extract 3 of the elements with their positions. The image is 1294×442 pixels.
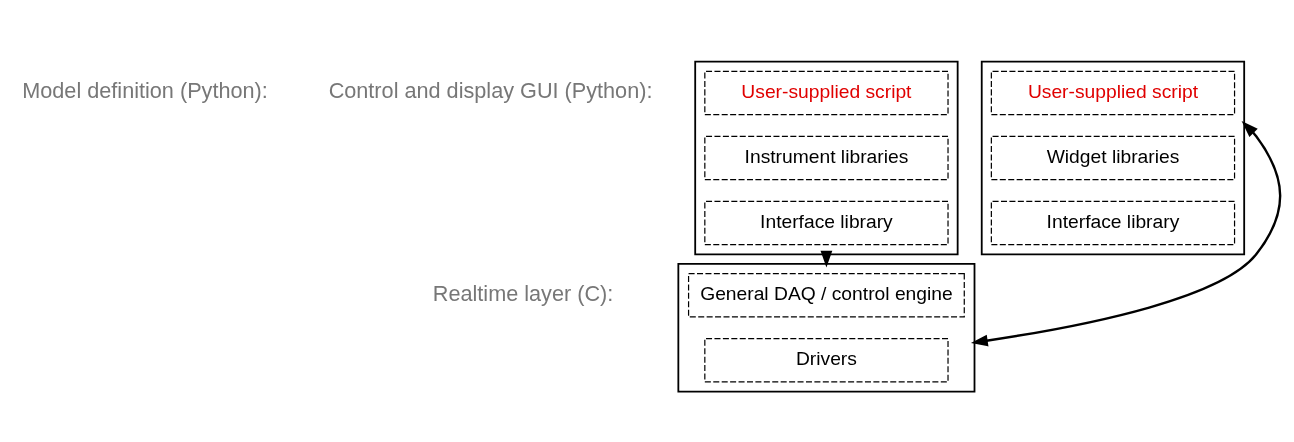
label: Model definition (Python): <box>22 77 268 103</box>
label: Realtime layer (C): <box>432 280 614 306</box>
label: Control and display GUI (Python): <box>328 77 653 103</box>
